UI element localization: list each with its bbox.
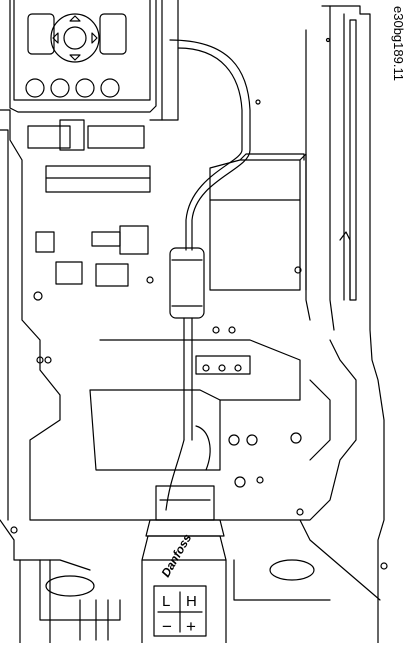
power-terminals xyxy=(89,339,331,488)
terminal-blocks xyxy=(27,119,154,364)
label-minus: − xyxy=(162,617,172,636)
drive-body xyxy=(0,0,388,644)
figure-reference-code: e30bg189.11 xyxy=(391,6,406,81)
mounting-plate xyxy=(39,559,331,641)
enclosure-right-wall xyxy=(255,5,385,644)
label-l: L xyxy=(162,593,170,610)
label-plus: + xyxy=(186,617,196,636)
plug-connector: Danfoss L H − + xyxy=(141,531,227,644)
option-module xyxy=(209,153,307,334)
label-h: H xyxy=(186,593,197,610)
control-panel-lcp xyxy=(9,0,157,113)
control-cable xyxy=(169,39,251,441)
brand-label: Danfoss xyxy=(158,531,194,579)
cable-clamp xyxy=(145,425,225,537)
